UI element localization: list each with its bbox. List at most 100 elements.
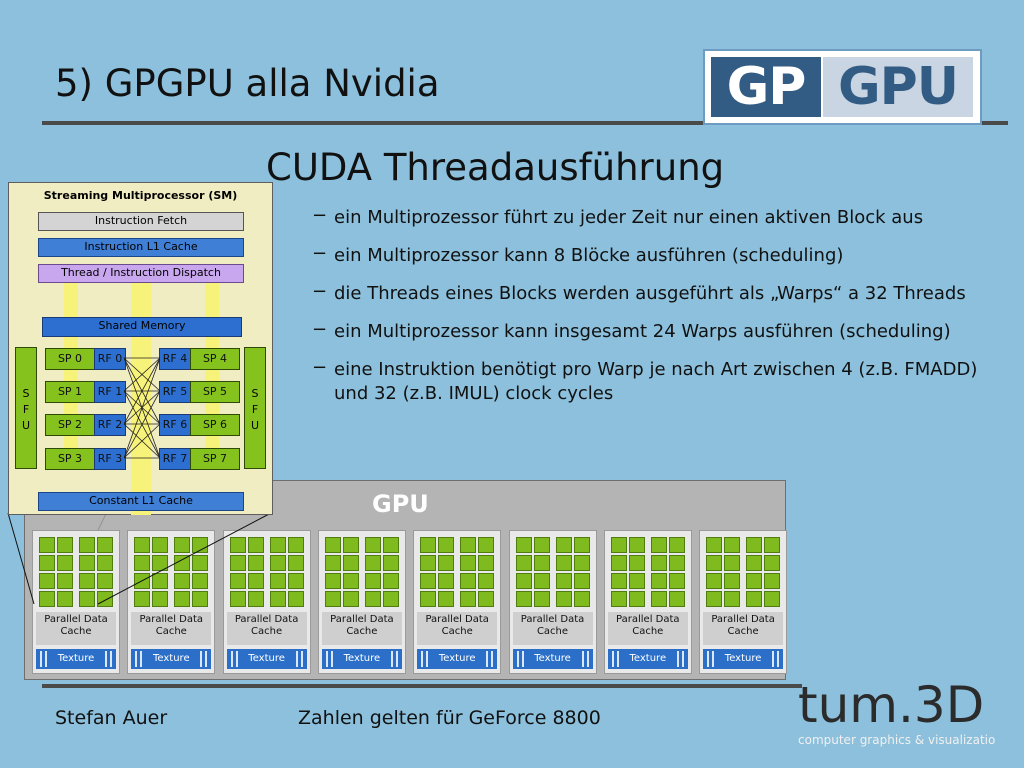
sp-cell	[420, 537, 437, 553]
sp-cell	[364, 555, 381, 571]
texture-bar	[395, 651, 398, 667]
sp-cell	[764, 537, 781, 553]
sp-cell	[515, 555, 532, 571]
logo-gpu: GPU	[823, 57, 973, 117]
texture-bar	[616, 651, 619, 667]
sp-cell	[420, 591, 437, 607]
pillar	[64, 283, 78, 468]
sp-cell	[134, 537, 151, 553]
texture-bar	[707, 651, 710, 667]
sp-cell	[324, 537, 341, 553]
sp-cell	[229, 537, 246, 553]
sp-cell	[533, 555, 550, 571]
texture-label: Texture	[52, 653, 100, 665]
sp-cell	[192, 591, 209, 607]
texture-bar	[105, 651, 107, 667]
sp-cell	[174, 537, 191, 553]
sp-cell	[746, 555, 763, 571]
sp-cell	[152, 537, 169, 553]
sp-cell	[39, 537, 55, 553]
texture-bar	[676, 651, 679, 667]
sp-cell	[174, 573, 191, 589]
pillar	[205, 283, 219, 468]
sp-cell	[79, 537, 95, 553]
footer-rule	[42, 684, 802, 688]
texture-bar	[611, 651, 614, 667]
sp-cell	[39, 591, 55, 607]
sp-cell	[57, 537, 73, 553]
texture-bar	[230, 651, 233, 667]
sp-cell	[229, 591, 246, 607]
sp-cell	[573, 573, 590, 589]
texture-label: Texture	[528, 653, 577, 665]
texture-bar	[772, 651, 775, 667]
sp-cell	[668, 537, 685, 553]
sp-cell	[342, 591, 359, 607]
tum-3d-logo: tum.3D computer graphics & visualization	[796, 672, 1003, 758]
slide-subtitle: CUDA Threadausführung	[266, 146, 725, 189]
gpgpu-logo: GP GPU	[703, 49, 982, 125]
sp-cell	[97, 591, 113, 607]
sp-cell	[57, 591, 73, 607]
sp-cell	[57, 555, 73, 571]
sp-cell	[269, 591, 286, 607]
texture-bar	[516, 651, 519, 667]
sp-cell	[342, 573, 359, 589]
sp-cell	[573, 555, 590, 571]
parallel-data-cache: Parallel Data Cache	[226, 612, 307, 645]
texture-bar	[421, 651, 424, 667]
sp-cell	[533, 573, 550, 589]
sp-cell	[706, 573, 723, 589]
sp-cell	[438, 573, 455, 589]
sp-cell	[555, 555, 572, 571]
sp-cell	[324, 555, 341, 571]
sp-cell	[247, 555, 264, 571]
rf-7: RF 7	[159, 448, 191, 470]
sp-cell	[628, 573, 645, 589]
sp-cell	[610, 537, 627, 553]
sp-cell	[533, 591, 550, 607]
title-rule	[42, 121, 1008, 125]
texture-unit: Texture	[321, 649, 402, 669]
sp-cell	[152, 555, 169, 571]
sp-cell	[515, 537, 532, 553]
sp-cell	[382, 591, 399, 607]
sfu-left: S F U	[15, 347, 37, 469]
sp-cell	[152, 573, 169, 589]
sp-cell	[382, 537, 399, 553]
sp-cell	[382, 555, 399, 571]
sp-cell	[706, 555, 723, 571]
texture-label: Texture	[242, 653, 291, 665]
texture-bar	[140, 651, 143, 667]
sp-cell	[97, 573, 113, 589]
sp-cell	[247, 573, 264, 589]
sp-cell	[573, 537, 590, 553]
sp-cell	[247, 591, 264, 607]
sp-cell	[287, 555, 304, 571]
parallel-data-cache: Parallel Data Cache	[512, 612, 593, 645]
sp-cell	[764, 555, 781, 571]
tum-tagline: computer graphics & visualization	[798, 733, 996, 747]
sp-cell	[229, 555, 246, 571]
texture-bar	[586, 651, 589, 667]
parallel-data-cache: Parallel Data Cache	[703, 612, 784, 645]
sp-cell	[229, 573, 246, 589]
sp-cell	[438, 537, 455, 553]
sp-cell	[610, 555, 627, 571]
texture-bar	[45, 651, 47, 667]
texture-bar	[777, 651, 780, 667]
sp-cell	[460, 573, 477, 589]
sp-cell	[650, 537, 667, 553]
sp-cell	[97, 555, 113, 571]
sm-title: Streaming Multiprocessor (SM)	[43, 189, 238, 202]
sp-cell	[192, 573, 209, 589]
rf-5: RF 5	[159, 381, 191, 403]
sp-cell	[628, 591, 645, 607]
sp-cell	[724, 591, 741, 607]
sp-6: SP 6	[190, 414, 240, 436]
texture-label: Texture	[719, 653, 768, 665]
